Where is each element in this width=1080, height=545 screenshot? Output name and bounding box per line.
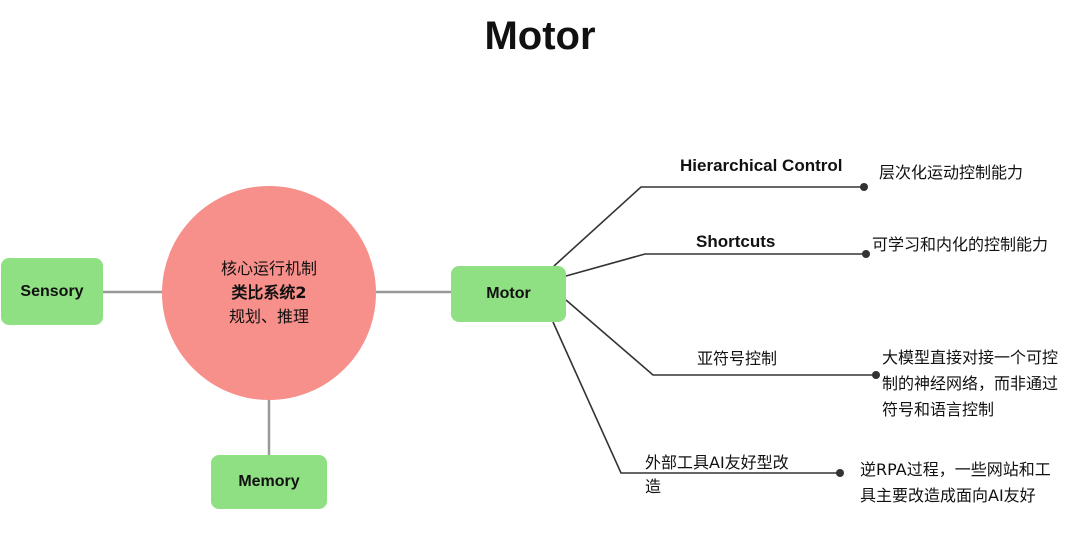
branch-desc-subsymbolic: 大模型直接对接一个可控制的神经网络，而非通过符号和语言控制 bbox=[882, 348, 1059, 419]
motor-node: Motor bbox=[451, 266, 566, 322]
branch-label-subsymbolic: 亚符号控制 bbox=[697, 349, 778, 368]
branch-line-subsymbolic bbox=[565, 299, 875, 376]
branch-line-ai-friendly bbox=[552, 321, 839, 474]
branch-desc-shortcuts: 可学习和内化的控制能力 bbox=[872, 235, 1049, 254]
branch-label-ai-friendly: 外部工具AI友好型改造 bbox=[645, 453, 789, 496]
branch-line-shortcuts bbox=[565, 253, 866, 277]
branch-desc-ai-friendly: 逆RPA过程，一些网站和工具主要改造成面向AI友好 bbox=[860, 460, 1051, 505]
center-node: 核心运行机制 类比系统2 规划、推理 bbox=[162, 186, 376, 400]
branch-desc-hierarchical-control: 层次化运动控制能力 bbox=[879, 163, 1024, 182]
branch-dot-shortcuts bbox=[862, 250, 870, 258]
branch-line-hierarchical-control bbox=[553, 186, 863, 267]
branch-label-shortcuts: Shortcuts bbox=[696, 232, 776, 251]
branch-label-hierarchical-control: Hierarchical Control bbox=[680, 156, 843, 175]
memory-node: Memory bbox=[211, 455, 327, 509]
diagram-title: Motor bbox=[484, 14, 596, 58]
branch-dot-ai-friendly bbox=[836, 469, 844, 477]
center-node-line2: 类比系统2 bbox=[231, 283, 307, 302]
center-node-line1: 核心运行机制 bbox=[220, 259, 317, 278]
center-node-line3: 规划、推理 bbox=[228, 307, 309, 326]
sensory-node: Sensory bbox=[1, 258, 103, 325]
branch-dot-hierarchical-control bbox=[860, 183, 868, 191]
branch-dot-subsymbolic bbox=[872, 371, 880, 379]
